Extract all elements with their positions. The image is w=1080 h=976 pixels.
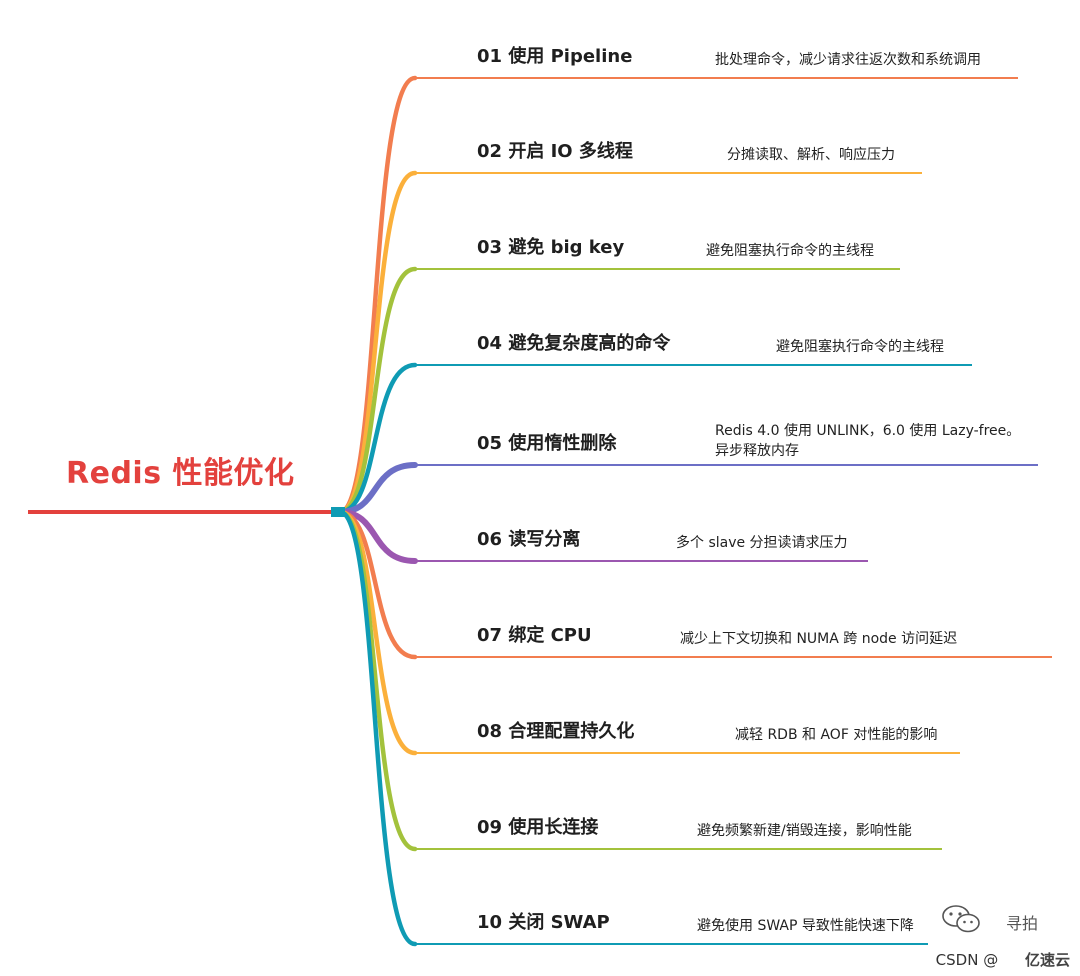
branch-desc-line: 异步释放内存 xyxy=(715,443,799,459)
branch-desc-6: 多个 slave 分担读请求压力 xyxy=(676,533,848,553)
branch-desc-10: 避免使用 SWAP 导致性能快速下降 xyxy=(697,916,914,936)
watermark-brand-c: 亿速云 xyxy=(1024,951,1070,969)
branch-desc-line: 减少上下文切换和 NUMA 跨 node 访问延迟 xyxy=(680,631,958,647)
branch-desc-line: Redis 4.0 使用 UNLINK，6.0 使用 Lazy-free。 xyxy=(715,423,1021,439)
branch-desc-8: 减轻 RDB 和 AOF 对性能的影响 xyxy=(735,725,937,745)
branch-curve-6 xyxy=(337,509,418,564)
branch-desc-2: 分摊读取、解析、响应压力 xyxy=(727,145,895,165)
branch-title-4: 04 避免复杂度高的命令 xyxy=(477,333,671,354)
branch-desc-1: 批处理命令，减少请求往返次数和系统调用 xyxy=(715,50,981,70)
branch-curve-3 xyxy=(337,266,418,515)
branch-curve-10 xyxy=(337,509,418,947)
root-hub-node xyxy=(331,507,345,517)
branch-title-1: 01 使用 Pipeline xyxy=(477,46,633,67)
branch-desc-line: 避免阻塞执行命令的主线程 xyxy=(776,339,944,355)
branch-title-8: 08 合理配置持久化 xyxy=(477,721,635,742)
branch-title-10: 10 关闭 SWAP xyxy=(477,912,610,933)
branch-desc-line: 分摊读取、解析、响应压力 xyxy=(727,147,895,163)
branch-title-7: 07 绑定 CPU xyxy=(477,625,592,646)
branch-title-9: 09 使用长连接 xyxy=(477,817,599,838)
branch-title-5: 05 使用惰性删除 xyxy=(477,433,617,454)
branch-desc-line: 多个 slave 分担读请求压力 xyxy=(676,535,848,551)
branch-title-2: 02 开启 IO 多线程 xyxy=(477,141,633,162)
watermark-brand-b: CSDN @ xyxy=(935,951,999,969)
watermark: 寻拍 CSDN @ 亿速云 xyxy=(935,914,1070,970)
branch-curve-7 xyxy=(337,509,418,660)
branch-desc-line: 避免使用 SWAP 导致性能快速下降 xyxy=(697,918,914,934)
branch-title-3: 03 避免 big key xyxy=(477,237,625,258)
branch-desc-7: 减少上下文切换和 NUMA 跨 node 访问延迟 xyxy=(680,629,957,649)
branch-desc-3: 避免阻塞执行命令的主线程 xyxy=(706,241,874,261)
branch-desc-9: 避免频繁新建/销毁连接，影响性能 xyxy=(697,821,912,841)
root-topic-label: Redis 性能优化 xyxy=(66,456,295,491)
branch-curve-4 xyxy=(337,362,418,515)
branch-title-6: 06 读写分离 xyxy=(477,529,581,550)
branch-desc-line: 减轻 RDB 和 AOF 对性能的影响 xyxy=(735,727,938,743)
branch-curve-1 xyxy=(337,75,418,515)
branch-desc-line: 避免频繁新建/销毁连接，影响性能 xyxy=(697,823,912,839)
branch-desc-line: 避免阻塞执行命令的主线程 xyxy=(706,243,874,259)
branch-desc-4: 避免阻塞执行命令的主线程 xyxy=(776,337,944,357)
branch-desc-line: 批处理命令，减少请求往返次数和系统调用 xyxy=(715,52,981,68)
branch-desc-5: Redis 4.0 使用 UNLINK，6.0 使用 Lazy-free。异步释… xyxy=(715,421,1020,461)
branch-curve-5 xyxy=(337,462,418,515)
wechat-logo-icon xyxy=(942,905,980,933)
branch-curve-2 xyxy=(337,170,418,515)
watermark-brand-a: 寻拍 xyxy=(1005,914,1038,933)
